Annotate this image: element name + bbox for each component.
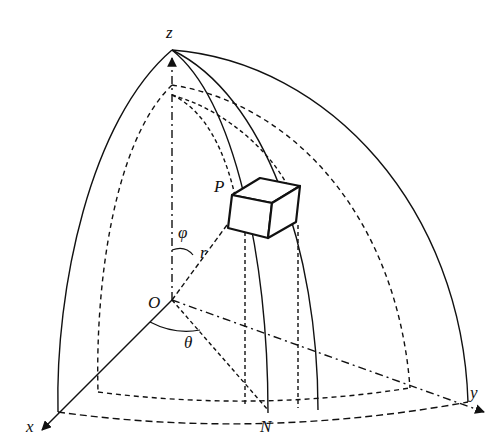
- y-axis: [172, 300, 484, 412]
- inner-meridian: [172, 95, 236, 200]
- inner-meridian: [172, 95, 290, 190]
- meridian: [172, 50, 318, 410]
- phi-arc: [172, 248, 193, 255]
- outer-arc: [172, 50, 468, 402]
- axis-label: P: [214, 178, 224, 195]
- inner-arc: [98, 85, 172, 392]
- axis-label: θ: [184, 334, 192, 351]
- volume-element: [228, 178, 300, 238]
- drop-line: [244, 232, 245, 405]
- z-axis: [171, 58, 172, 300]
- axis-label: z: [166, 24, 173, 41]
- axis-label: N: [260, 418, 271, 435]
- inner-base: [98, 388, 410, 401]
- axis-label: O: [148, 294, 160, 311]
- axis-label: y: [470, 384, 478, 401]
- x-axis: [42, 300, 172, 430]
- theta-arc: [150, 322, 200, 331]
- projection-line: [172, 300, 268, 410]
- axis-label: r: [200, 244, 207, 261]
- axis-label: φ: [178, 224, 187, 241]
- axis-label: x: [26, 418, 34, 435]
- drop-line: [297, 225, 298, 408]
